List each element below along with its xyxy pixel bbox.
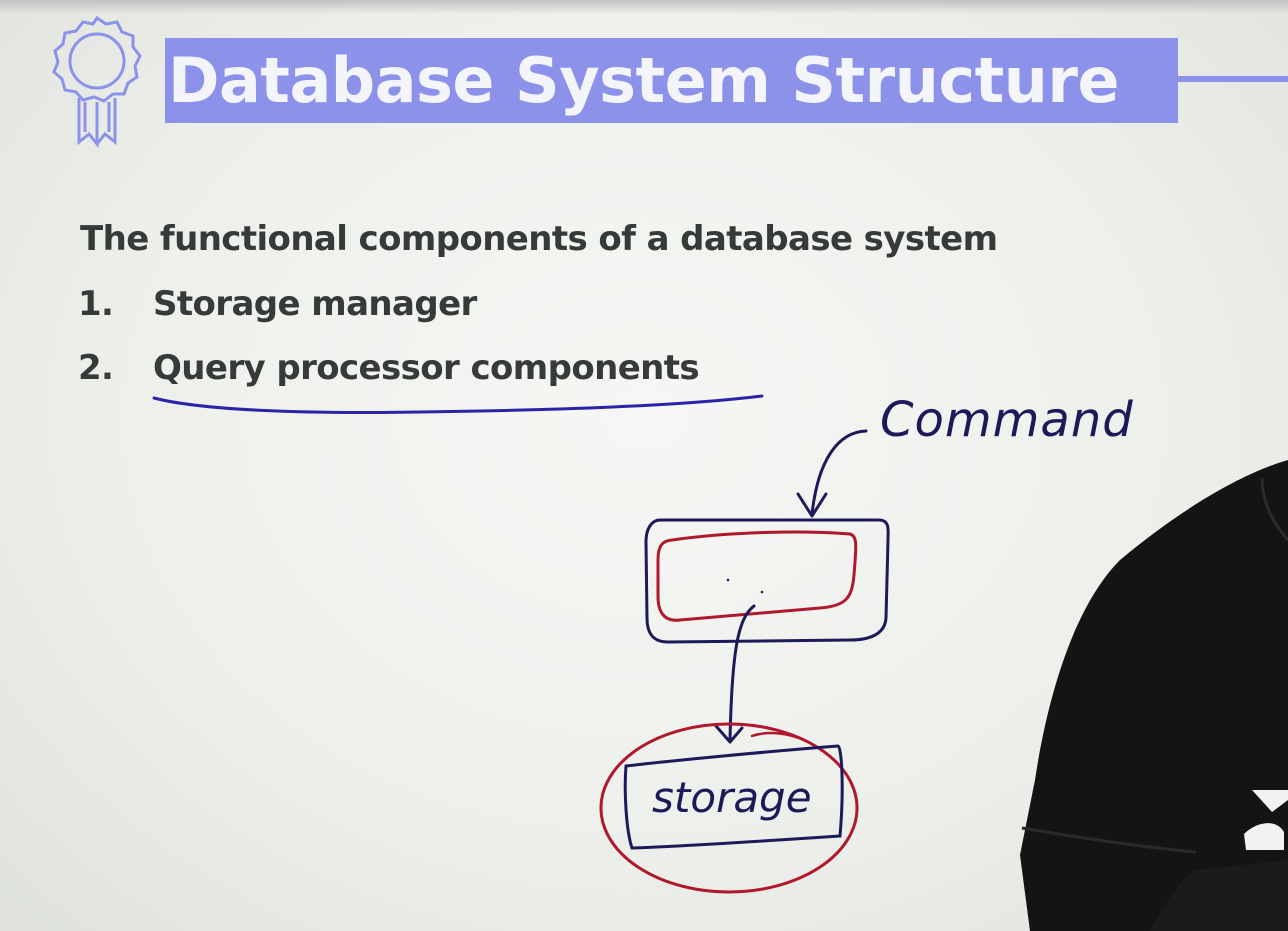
- command-arrow: [810, 429, 868, 516]
- storage-label: storage: [652, 773, 812, 822]
- top-shadow: [0, 0, 1288, 14]
- storage-arrow: [728, 604, 756, 742]
- title-highlight-bar: [165, 38, 1178, 123]
- storage-arrow-head: [714, 724, 744, 744]
- shirt-collar-seam: [1260, 477, 1288, 541]
- presenter-shirt: [1020, 460, 1288, 931]
- presenter-arm: [1150, 860, 1288, 931]
- list-item-number: 2.: [78, 348, 114, 388]
- command-arrow-head: [796, 492, 828, 518]
- award-ribbon-icon: [52, 15, 142, 149]
- storage-box: [623, 744, 844, 850]
- storage-circle: [599, 722, 859, 894]
- shirt-sleeve-seam: [1021, 826, 1197, 854]
- slide-title: Database System Structure: [168, 44, 1120, 117]
- processor-box-outer: [644, 518, 890, 644]
- handwritten-underline: [152, 394, 764, 414]
- shirt-logo-icon: [1244, 790, 1288, 850]
- list-item-label: Query processor components: [153, 348, 700, 388]
- list-item-label: Storage manager: [153, 284, 477, 324]
- intro-text: The functional components of a database …: [80, 219, 998, 259]
- title-rule-line: [1178, 76, 1288, 82]
- processor-box-inner: [656, 530, 858, 622]
- command-label: Command: [880, 392, 1134, 448]
- list-item-number: 1.: [78, 284, 114, 324]
